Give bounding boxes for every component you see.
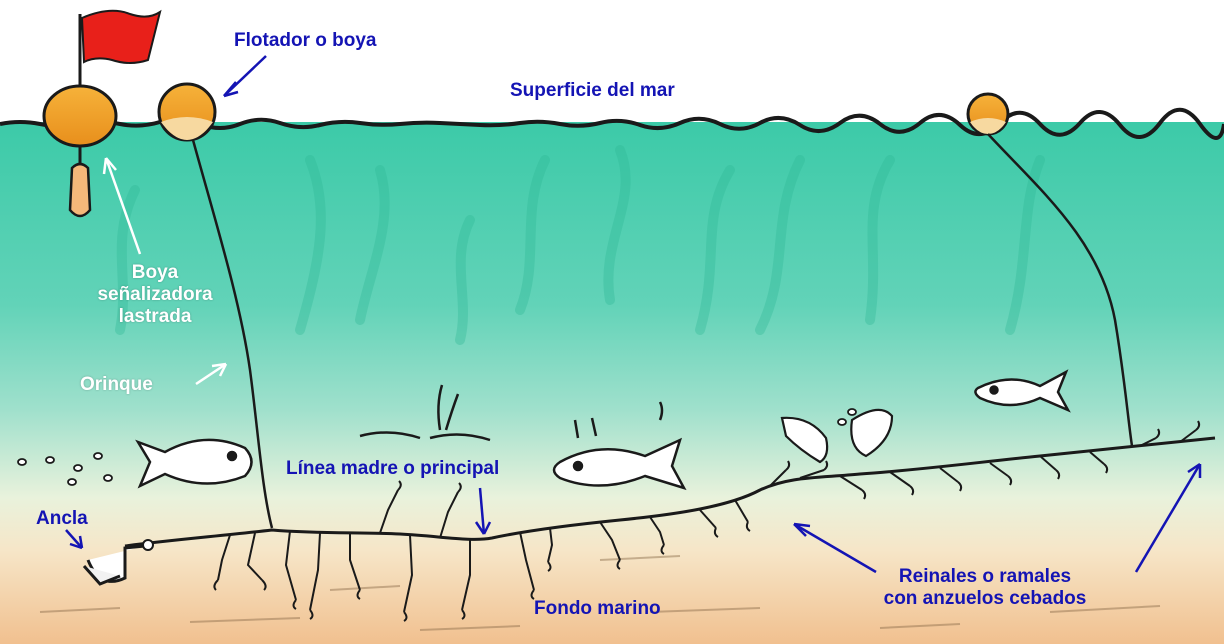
float-buoy-left <box>157 82 217 142</box>
label-reinales-line1: Reinales o ramales <box>898 566 1072 587</box>
label-boya-line1: Boya <box>131 262 179 283</box>
seaweed <box>359 384 664 442</box>
fish-icon <box>974 369 1071 413</box>
label-superficie: Superficie del mar <box>510 80 675 101</box>
buoy-rope-right <box>987 133 1134 447</box>
label-orinque: Orinque <box>80 374 153 395</box>
buoy-rope-left <box>191 139 274 529</box>
label-ancla: Ancla <box>36 508 88 529</box>
seaweed-shadows <box>115 145 1045 345</box>
seabed-texture <box>39 555 1161 631</box>
float-buoy-right <box>966 92 1010 136</box>
label-linea-madre: Línea madre o principal <box>286 458 500 479</box>
fish-icon <box>552 437 687 491</box>
label-boya-line3: lastrada <box>118 306 192 327</box>
marker-buoy <box>42 9 162 218</box>
label-boya-line2: señalizadora <box>97 284 213 305</box>
fish-icon <box>135 438 253 489</box>
anchor-icon <box>82 539 154 586</box>
label-boya-senalizadora: Boya señalizadora lastrada <box>80 262 230 328</box>
branch-lines <box>213 420 1201 622</box>
main-line <box>124 436 1216 548</box>
label-fondo: Fondo marino <box>534 598 661 619</box>
pointer-arrows <box>65 55 1202 574</box>
pebbles <box>17 408 857 486</box>
label-flotador: Flotador o boya <box>234 30 377 51</box>
label-reinales: Reinales o ramales con anzuelos cebados <box>860 566 1110 610</box>
fish-icon <box>780 408 894 464</box>
label-reinales-line2: con anzuelos cebados <box>883 588 1087 609</box>
flag-icon <box>80 9 162 64</box>
